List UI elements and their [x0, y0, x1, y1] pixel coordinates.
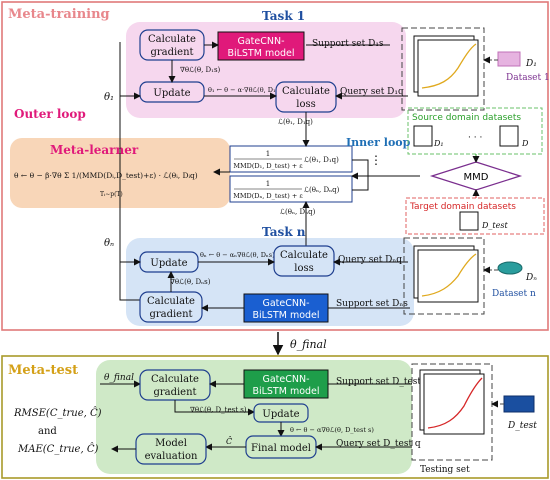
- rmse-label: RMSE(C_true, Ĉ): [13, 407, 102, 419]
- taskn-update-eq: θₙ ← θ − αₙ∇θℒ(θ, Dₙs): [200, 251, 275, 259]
- arrow-testgrad-to-update: [174, 400, 255, 416]
- testing-curve: [427, 377, 483, 429]
- frac1-num: 1: [266, 150, 270, 158]
- task1-model-box: [217, 31, 305, 61]
- test-update-eq: θ ← θ − α∇θℒ(θ, D_test s): [290, 426, 374, 434]
- datasetn-curve: [421, 253, 477, 297]
- taskn-grad-label: ∇θℒ(θ, Dₙs): [170, 278, 211, 286]
- taskn-title: Task n: [262, 225, 306, 239]
- dataset1-curve: [421, 43, 477, 89]
- frac1-den: MMD(D₁, D_test) + ε: [233, 162, 303, 170]
- testing-set-label: Testing set: [420, 465, 470, 475]
- source-Dn-icon: [499, 125, 519, 147]
- inner-vdots: ⋮: [370, 153, 382, 167]
- task1-title: Task 1: [262, 9, 305, 23]
- taskn-update-label: Update: [150, 258, 187, 269]
- test-calc-gradient-line1: Calculate: [151, 374, 199, 385]
- final-model-label: Final model: [251, 443, 311, 454]
- test-model-box: [243, 369, 329, 399]
- testing-dataset-icon: [503, 395, 535, 413]
- inner-loop-bracket: [352, 159, 369, 191]
- dataset1-icon: [497, 51, 521, 67]
- fracn-num: 1: [266, 180, 270, 188]
- and-label: and: [38, 426, 57, 437]
- taskn-calc-loss-line2: loss: [294, 263, 313, 274]
- mmd-label: MMD: [464, 172, 489, 183]
- test-update-label: Update: [262, 409, 299, 420]
- fracn-den: MMD(Dₙ, D_test) + ε: [233, 192, 303, 200]
- test-query-set: Query set D_test q: [336, 439, 421, 449]
- test-calc-gradient-line2: gradient: [153, 387, 196, 398]
- target-D-icon: [459, 211, 479, 231]
- target-domain-title: Target domain datasets: [409, 202, 516, 212]
- target-domain-frame: [405, 197, 545, 235]
- source-domain-title: Source domain datasets: [412, 113, 521, 123]
- task1-calc-loss-line2: loss: [296, 99, 315, 110]
- task1-calc-gradient-line: Calculate: [148, 34, 196, 45]
- taskn-model-box: [243, 293, 329, 323]
- taskn-calc-loss-line1: Calculate: [280, 250, 328, 261]
- frac1-loss: ℒ(θ₁, D₁q): [304, 156, 339, 164]
- task1-model-line2: BiLSTM model: [227, 48, 294, 59]
- task1-model-line1: GateCNN-: [237, 36, 284, 47]
- theta-1-label: θ₁: [104, 92, 114, 103]
- testing-D-label: D_test: [507, 421, 537, 431]
- datasetn-label: Dataset n: [492, 289, 536, 299]
- target-D-label: D_test: [481, 221, 508, 230]
- outer-loop-label: Outer loop: [14, 107, 86, 121]
- task1-support-set: Support set D₁s: [312, 39, 384, 49]
- datasetn-plot-frame: [403, 237, 485, 315]
- meta-training-title: Meta-training: [8, 7, 110, 22]
- source-D1-icon: [413, 125, 433, 147]
- testing-set-frame: [411, 363, 493, 461]
- theta-final-label: θ_final: [290, 338, 327, 351]
- meta-test-title: Meta-test: [8, 363, 78, 378]
- model-eval-line2: evaluation: [145, 451, 198, 462]
- dataset1-plot-frame: [401, 27, 485, 111]
- loss1-below-label: ℒ(θ₁, D₁q): [278, 118, 313, 126]
- meta-test-frame: [1, 355, 549, 479]
- outer-loop-line-bottom: [119, 210, 140, 301]
- datasetn-icon: [497, 261, 523, 275]
- test-support-set: Support set D_test s: [336, 377, 429, 387]
- task1-grad-label: ∇θℒ(θ, D₁s): [180, 66, 221, 74]
- task1-calc-gradient-line2: gradient: [150, 47, 193, 58]
- task1-update-label: Update: [153, 88, 190, 99]
- test-model-line1: GateCNN-: [262, 374, 309, 385]
- source-D1-label: D₁: [433, 139, 444, 148]
- task1-update-eq: θ₁ ← θ − α·∇θℒ(θ, D₁s): [208, 86, 282, 94]
- meta-update-equation: θ ← θ − β·∇θ Σ 1/(MMD(Dᵢ,D_test)+ε) · ℒ(…: [14, 171, 198, 180]
- theta-n-label: θₙ: [104, 238, 114, 249]
- taskn-query-set: Query set Dₙq: [338, 255, 402, 265]
- meta-training-frame: [1, 1, 549, 331]
- datasetn-D: Dₙ: [525, 273, 537, 283]
- taskn-model-line2: BiLSTM model: [252, 310, 319, 321]
- source-D-label: D: [521, 139, 529, 148]
- datasetn-plot-front: [417, 249, 479, 303]
- taskn-model-line1: GateCNN-: [262, 298, 309, 309]
- lossn-below-label: ℒ(θₙ, Dₙq): [280, 208, 316, 216]
- dataset1-label: Dataset 1: [506, 73, 550, 83]
- task1-query-set: Query set D₁q: [340, 87, 404, 97]
- c-hat-label: Ĉ: [226, 437, 232, 446]
- source-domain-frame: [407, 107, 543, 155]
- test-model-line2: BiLSTM model: [252, 386, 319, 397]
- model-eval-line1: Model: [155, 438, 187, 449]
- meta-test-theta-final: θ_final: [104, 373, 134, 383]
- source-dots: · · ·: [468, 133, 482, 143]
- testing-plot-front: [423, 373, 485, 435]
- taskn-support-set: Support set Dₙs: [336, 299, 408, 309]
- test-grad-label: ∇θℒ(θ, D_test s): [190, 406, 247, 414]
- meta-learner-title: Meta-learner: [50, 143, 139, 157]
- fracn-loss: ℒ(θₙ, Dₙq): [304, 186, 340, 194]
- taskn-calc-gradient-line1: Calculate: [147, 296, 195, 307]
- inner-loop-label: Inner loop: [346, 136, 411, 149]
- task1-calc-loss-line1: Calculate: [282, 86, 330, 97]
- taskn-calc-gradient-line2: gradient: [149, 309, 192, 320]
- dataset1-D: D₁: [525, 59, 537, 69]
- mae-label: MAE(C_true, Ĉ): [17, 443, 98, 455]
- sum-index: Tᵢ∼p(T): [100, 191, 123, 198]
